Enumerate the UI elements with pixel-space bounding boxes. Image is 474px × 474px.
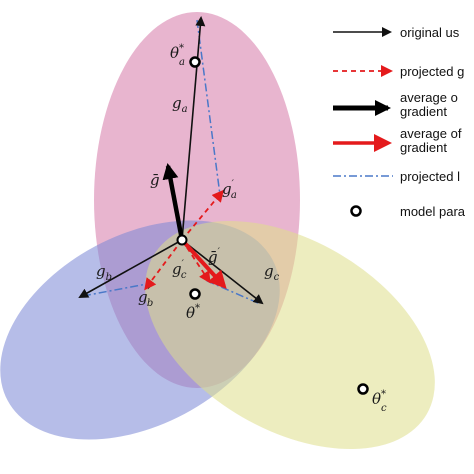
g-c-prime-label: g′c	[172, 259, 187, 281]
g-bar-prime-label: ḡ′	[208, 247, 221, 266]
projected-gradients	[144, 189, 224, 291]
g-b-label: gb	[96, 262, 112, 283]
projected-gradient-b-arrow	[144, 239, 183, 291]
g-bar-label: ḡ	[150, 171, 160, 189]
legend-label-projection-line: projected l	[400, 169, 460, 184]
legend-item-original: original us	[333, 25, 460, 40]
legend-label-original: original us	[400, 25, 460, 40]
theta-star-marker	[189, 288, 201, 300]
theta-a-label: θ*a	[170, 43, 185, 68]
average-projected-gradient-arrow	[180, 238, 227, 289]
legend-item-marker: model para	[350, 204, 466, 219]
current-model-point	[176, 234, 188, 246]
theta-c-label: θ*c	[372, 389, 387, 414]
g-c-label: gc	[264, 262, 280, 283]
projection-line-b	[82, 282, 153, 297]
g-a-label: ga	[172, 94, 188, 115]
legend-label-marker: model para	[400, 204, 466, 219]
legend-marker-icon	[350, 205, 362, 217]
projected-gradient-c-arrow	[181, 239, 211, 284]
theta-c-marker	[357, 383, 369, 395]
legend-label-projected: projected g	[400, 64, 464, 79]
projected-gradient-a-arrow	[181, 189, 224, 241]
g-a-prime-label: g′a	[222, 179, 237, 201]
legend-item-projected: projected g	[333, 64, 464, 79]
projection-line-a	[196, 19, 221, 196]
g-b-prime-label: g′b	[138, 287, 153, 309]
average-gradient-arrow	[162, 163, 185, 241]
theta-a-marker	[189, 56, 201, 68]
gradient-b-arrow	[78, 239, 183, 298]
gradient-a-arrow	[181, 16, 206, 241]
theta-star-label: θ*	[186, 303, 200, 322]
legend-item-projection-line: projected l	[333, 169, 460, 184]
